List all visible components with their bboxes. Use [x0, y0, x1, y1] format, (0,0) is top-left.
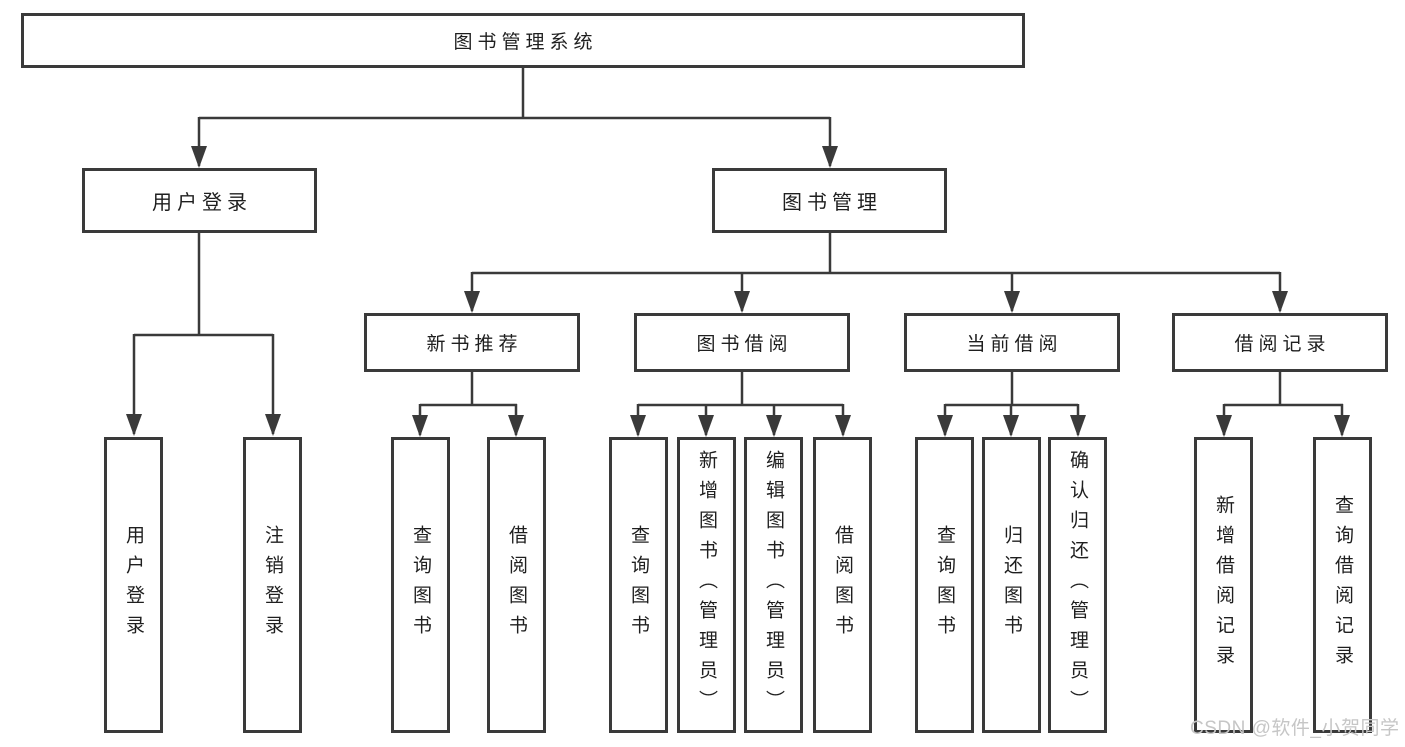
node-current-borrow: 当前借阅 — [904, 313, 1120, 372]
connector-book-management-to-level2 — [464, 233, 1288, 313]
leaf-confirm-return-admin: 确认归还（管理员） — [1048, 437, 1107, 733]
leaf-return-book: 归还图书 — [982, 437, 1041, 733]
leaf-borrow-book: 借阅图书 — [813, 437, 872, 733]
leaf-edit-book-admin: 编辑图书（管理员） — [744, 437, 803, 733]
node-borrow-record: 借阅记录 — [1172, 313, 1388, 372]
leaf-user-login: 用户登录 — [104, 437, 163, 733]
connector-current-borrow-to-leaves — [937, 372, 1086, 437]
node-book-borrow: 图书借阅 — [634, 313, 850, 372]
leaf-borrow-book-newbook: 借阅图书 — [487, 437, 546, 733]
connector-user-login-to-leaves — [126, 232, 281, 436]
csdn-watermark: CSDN @软件_小贺同学 — [1190, 718, 1400, 739]
leaf-query-borrow-record: 查询借阅记录 — [1313, 437, 1372, 733]
leaf-query-book-borrow: 查询图书 — [609, 437, 668, 733]
connector-book-borrow-to-leaves — [630, 372, 851, 437]
node-user-login: 用户登录 — [82, 168, 317, 233]
leaf-query-book-current: 查询图书 — [915, 437, 974, 733]
connector-borrow-record-to-leaves — [1216, 372, 1350, 437]
node-new-book-recommend: 新书推荐 — [364, 313, 580, 372]
connector-root-to-level1 — [191, 68, 838, 168]
leaf-logout: 注销登录 — [243, 437, 302, 733]
connector-new-book-to-leaves — [412, 372, 524, 437]
leaf-add-book-admin: 新增图书（管理员） — [677, 437, 736, 733]
leaf-query-book-newbook: 查询图书 — [391, 437, 450, 733]
leaf-add-borrow-record: 新增借阅记录 — [1194, 437, 1253, 733]
node-book-management: 图书管理 — [712, 168, 947, 233]
node-root-system: 图书管理系统 — [21, 13, 1025, 68]
